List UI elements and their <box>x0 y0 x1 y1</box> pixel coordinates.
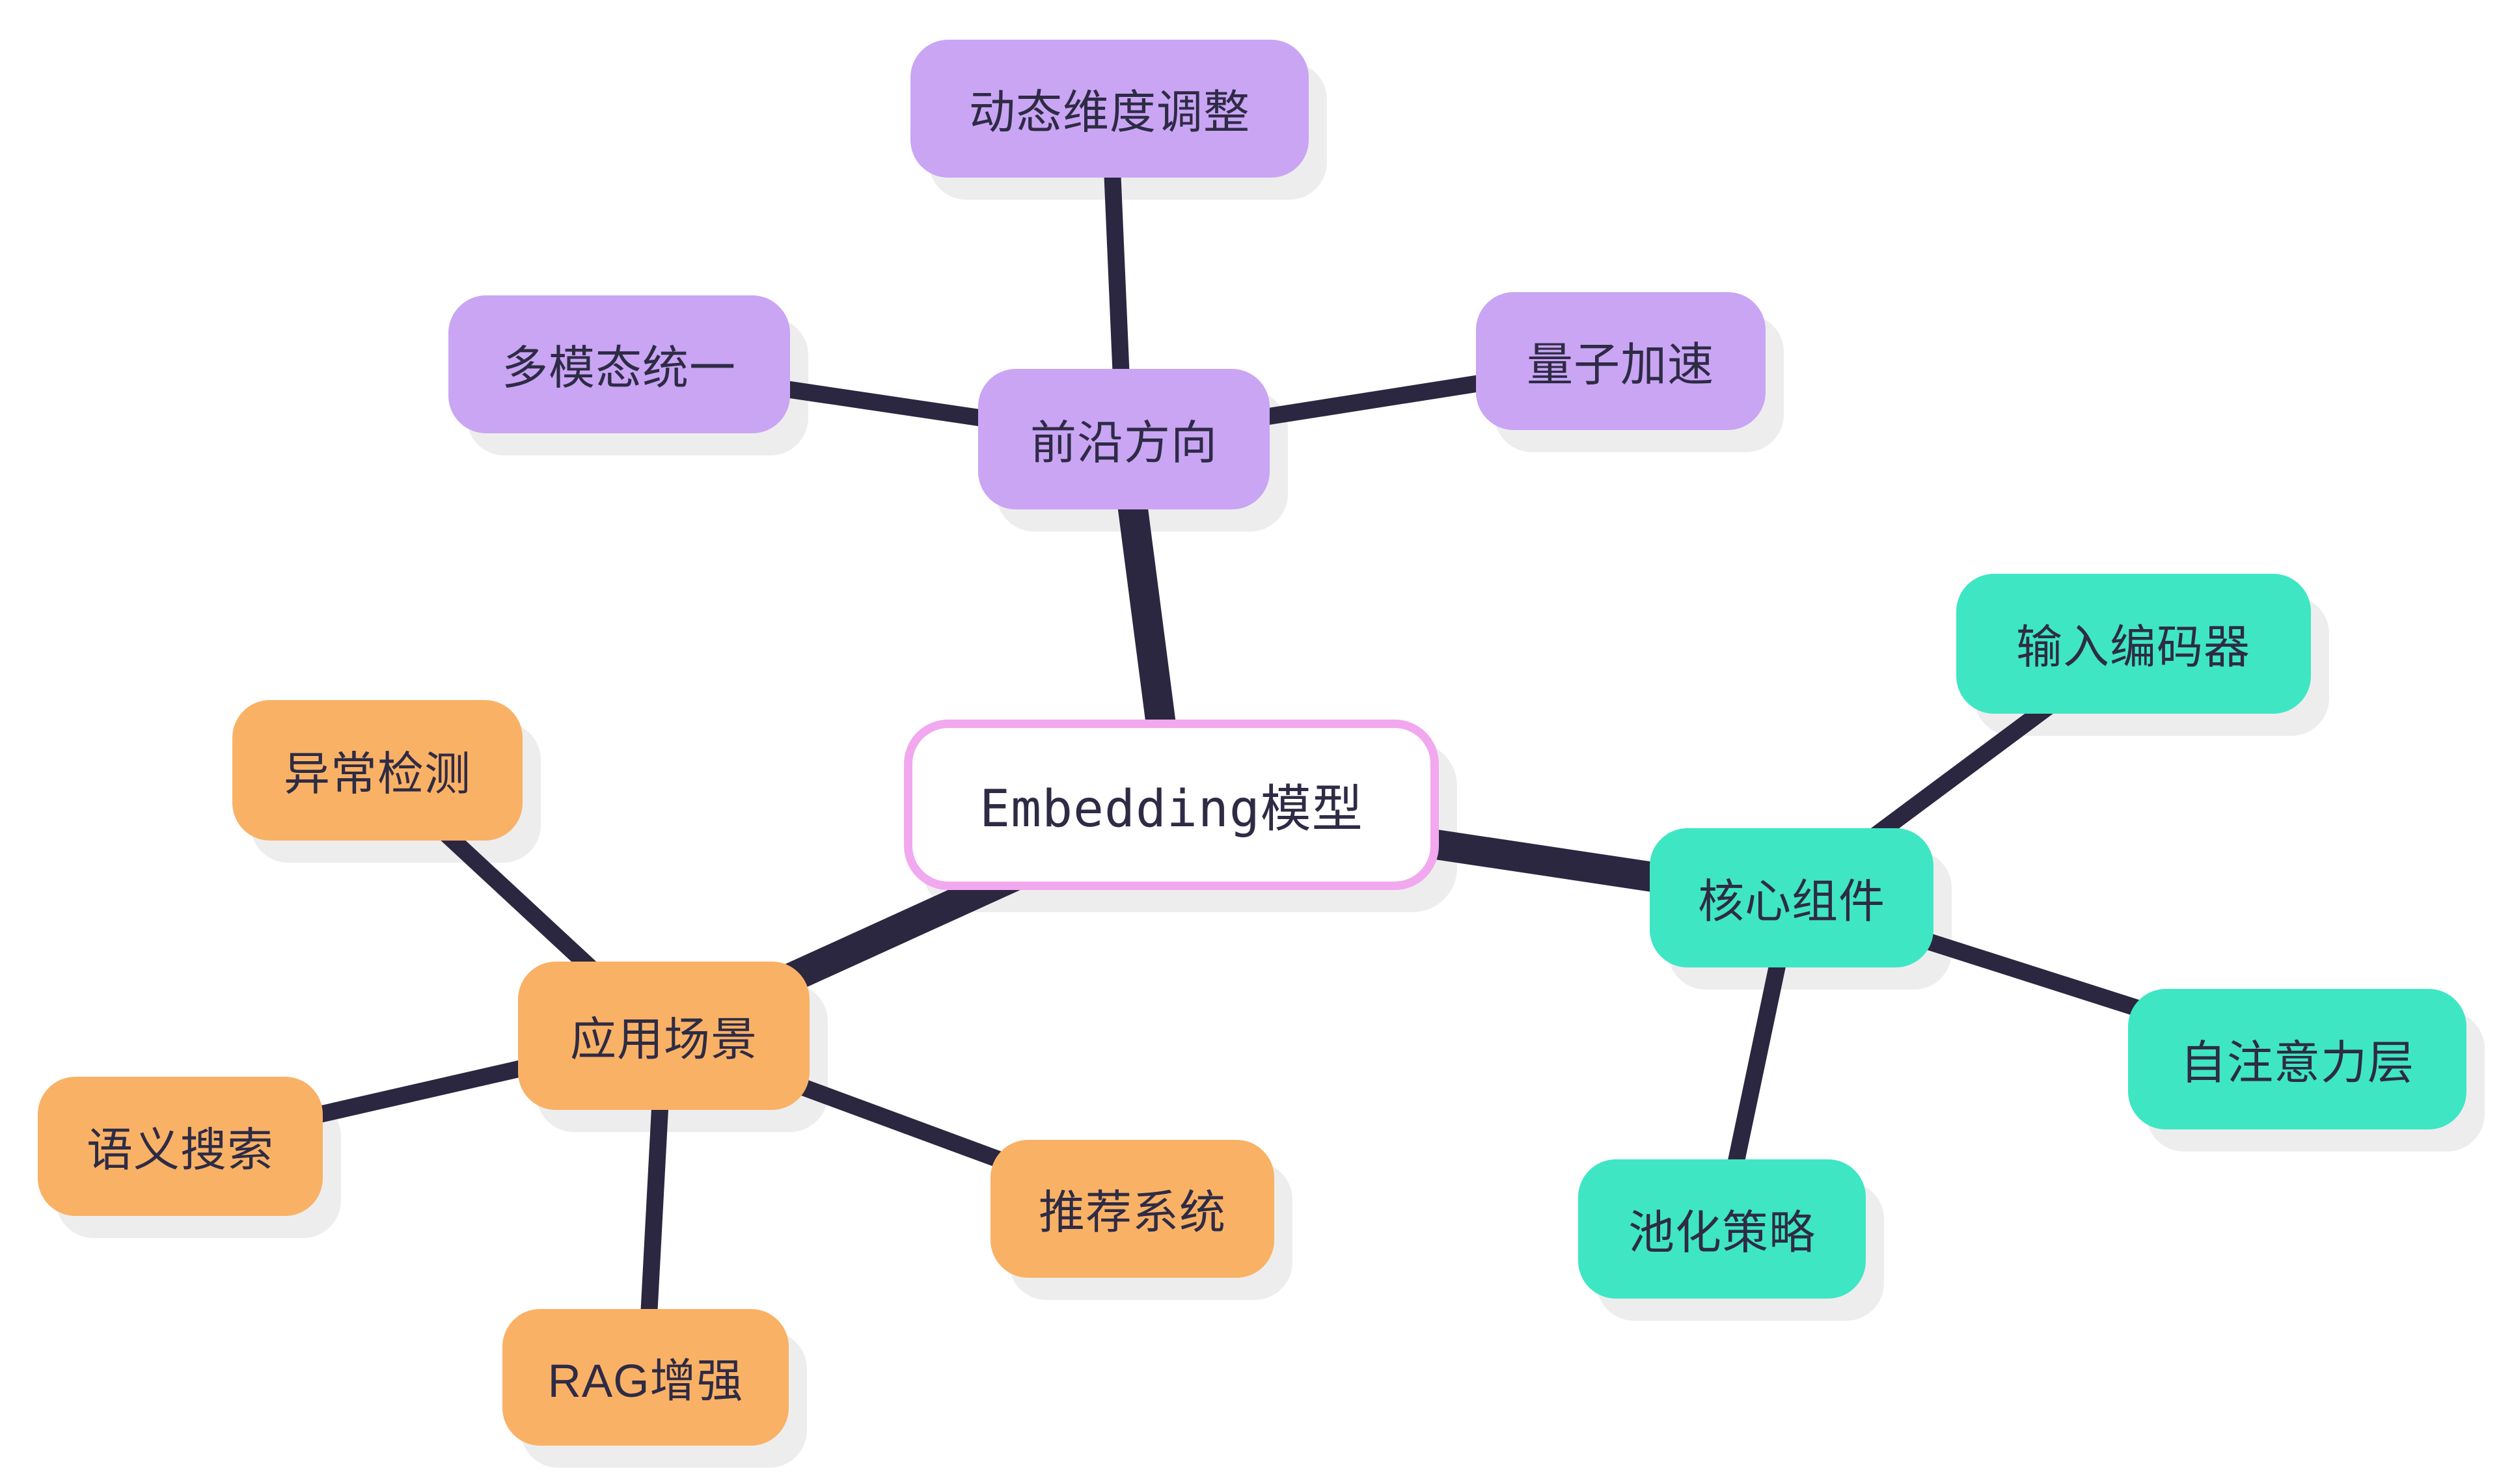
node-input-encoder[interactable]: 输入编码器 <box>1956 573 2311 714</box>
node-quantum-acceleration[interactable]: 量子加速 <box>1475 292 1766 430</box>
node-label: 应用场景 <box>569 1014 758 1066</box>
node-self-attention-layer[interactable]: 自注意力层 <box>2128 989 2466 1129</box>
node-label: 异常检测 <box>283 749 471 800</box>
node-label: 自注意力层 <box>2179 1038 2414 1089</box>
node-label: 输入编码器 <box>2015 622 2250 673</box>
node-label: 动态维度调整 <box>968 87 1250 139</box>
node-label: 核心组件 <box>1697 876 1885 928</box>
node-frontier-directions[interactable]: 前沿方向 <box>978 369 1270 509</box>
node-anomaly-detection[interactable]: 异常检测 <box>232 700 523 841</box>
node-rag-enhancement[interactable]: RAG增强 <box>502 1309 789 1446</box>
node-pooling-strategy[interactable]: 池化策略 <box>1578 1159 1866 1299</box>
node-label: 池化策略 <box>1628 1207 1816 1259</box>
node-label: 前沿方向 <box>1030 418 1218 469</box>
node-multimodal-unification[interactable]: 多模态统一 <box>448 295 790 433</box>
node-label: 语义搜索 <box>86 1125 274 1176</box>
node-recommendation-system[interactable]: 推荐系统 <box>990 1140 1274 1278</box>
node-label: 多模态统一 <box>501 343 736 394</box>
node-label: Embedding模型 <box>979 780 1363 839</box>
node-dynamic-dimension-adjustment[interactable]: 动态维度调整 <box>910 40 1309 178</box>
node-semantic-search[interactable]: 语义搜索 <box>38 1077 323 1216</box>
node-label: 量子加速 <box>1526 340 1714 391</box>
node-label: 推荐系统 <box>1038 1187 1226 1239</box>
node-embedding-model[interactable]: Embedding模型 <box>904 720 1439 890</box>
node-label: RAG增强 <box>547 1356 744 1407</box>
node-core-components[interactable]: 核心组件 <box>1650 828 1933 967</box>
node-application-scenarios[interactable]: 应用场景 <box>518 962 810 1110</box>
